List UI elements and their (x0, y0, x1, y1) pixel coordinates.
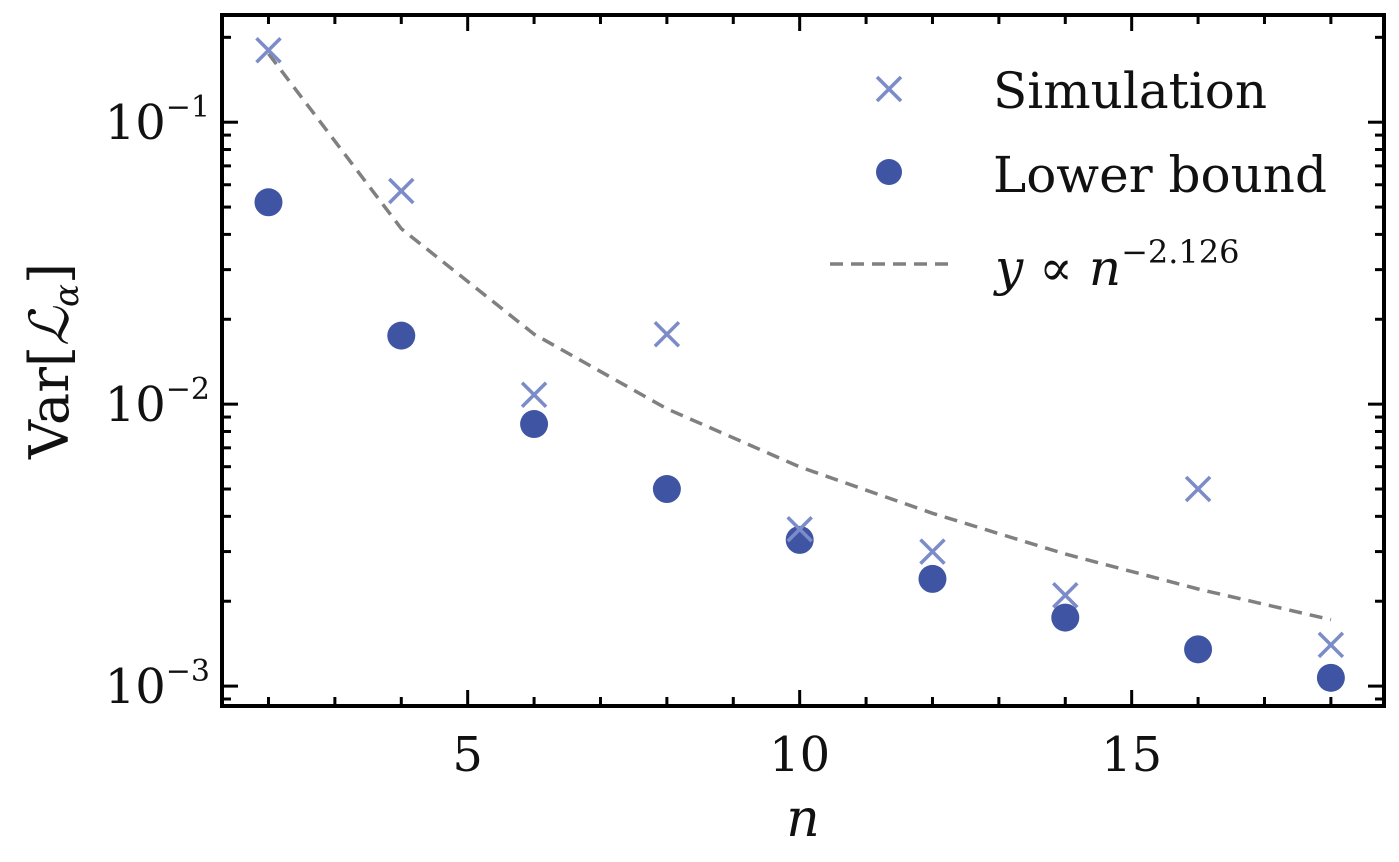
legend-label-fit-main: y ∝ n (993, 239, 1121, 297)
y-axis-label-main: Var[ (18, 346, 81, 460)
axis-ticks (222, 15, 1384, 706)
lower-bound-point-18 (1316, 663, 1345, 692)
lower-bound-point-12 (918, 564, 947, 593)
y-tick-label-base-0: 10 (105, 95, 166, 151)
legend-marker-lower-bound (876, 159, 902, 185)
y-tick-label-1: 10−2 (105, 372, 210, 433)
simulation-point-stroke-b (1184, 475, 1212, 503)
legend-marker-simulation (875, 75, 903, 103)
legend-label-fit-exp: −2.126 (1121, 233, 1239, 271)
y-tick-label-exp-1: −2 (166, 372, 210, 407)
simulation-point-6 (520, 381, 548, 408)
simulation-point-stroke-b (255, 36, 282, 64)
x-tick-label-5: 5 (452, 727, 483, 783)
simulation-point-stroke-b (388, 177, 415, 205)
simulation-point-stroke-b (919, 538, 946, 565)
simulation-point-stroke-b (1317, 631, 1345, 659)
simulation-point-stroke-b (653, 320, 681, 348)
lower-bound-point-14 (1051, 603, 1080, 632)
y-tick-label-base-1: 10 (105, 377, 166, 433)
simulation-point-12 (919, 538, 946, 565)
lower-bound-point-10 (785, 525, 814, 554)
simulation-point-16 (1184, 475, 1212, 503)
lower-bound-point-8 (652, 475, 681, 504)
legend-label-simulation: Simulation (993, 62, 1267, 120)
simulation-point-18 (1317, 631, 1345, 659)
simulation-point-4 (388, 177, 415, 205)
fit-line (267, 52, 1332, 622)
simulation-point-2 (255, 36, 282, 64)
lower-bound-point-6 (520, 410, 549, 439)
y-axis-label-close: ] (18, 263, 81, 284)
y-axis-label-symbol: ℒ (18, 306, 81, 346)
y-tick-label-exp-2: −3 (166, 654, 210, 689)
simulation-point-stroke-b (1052, 582, 1079, 609)
simulation-point-14 (1052, 582, 1079, 609)
x-tick-label-10: 10 (769, 727, 830, 783)
simulation-point-stroke-b (520, 381, 548, 408)
simulation-point-stroke-b (786, 516, 813, 543)
y-tick-label-2: 10−3 (105, 654, 210, 715)
legend-label-fit: y ∝ n−2.126 (993, 233, 1240, 297)
series-layer (254, 36, 1345, 692)
y-axis-label-sub: α (47, 284, 87, 307)
y-tick-label-0: 10−1 (105, 90, 210, 151)
simulation-point-8 (653, 320, 681, 348)
y-tick-label-exp-0: −1 (166, 90, 210, 125)
simulation-point-10 (786, 516, 813, 543)
plot-frame (220, 13, 1386, 708)
lower-bound-point-16 (1184, 635, 1213, 664)
x-tick-label-15: 15 (1101, 727, 1162, 783)
legend-label-lower-bound: Lower bound (993, 146, 1327, 204)
lower-bound-point-2 (254, 188, 283, 217)
y-tick-label-base-2: 10 (105, 659, 166, 715)
y-axis-label: Var[ℒα] (18, 263, 87, 460)
x-axis-label: n (786, 789, 820, 849)
lower-bound-point-4 (387, 321, 416, 350)
legend: Simulation Lower bound y ∝ n−2.126 (830, 62, 1327, 297)
